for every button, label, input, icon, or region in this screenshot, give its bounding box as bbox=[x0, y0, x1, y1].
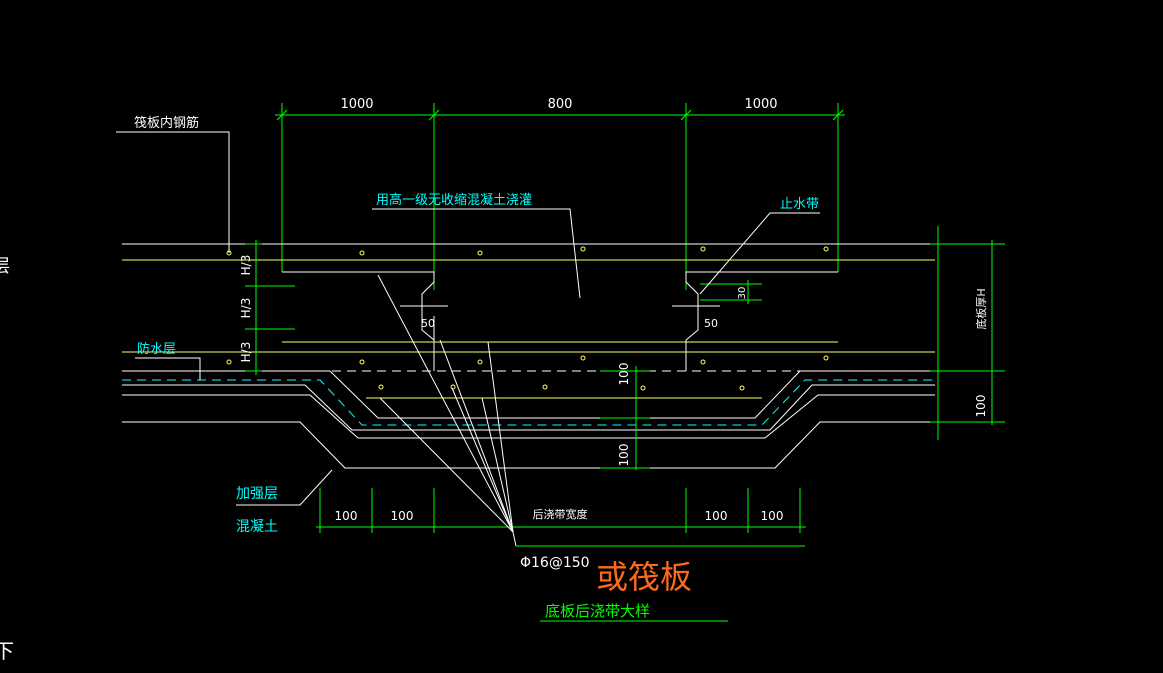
dim-top-3: 1000 bbox=[744, 97, 777, 112]
left-h3-dimension bbox=[245, 240, 295, 375]
label-reinforced-layer-1: 加强层 bbox=[236, 486, 278, 502]
right-thickness-dimension bbox=[930, 226, 1005, 440]
notch-50-left: 50 bbox=[421, 317, 435, 330]
label-high-grade-concrete: 用高一级无收缩混凝土浇灌 bbox=[376, 192, 532, 208]
leader-lines-green bbox=[516, 545, 805, 622]
drawing-title: 底板后浇带大样 bbox=[545, 602, 650, 620]
notch-30: 30 bbox=[737, 287, 748, 300]
leader-lines bbox=[116, 131, 820, 547]
label-or-raft: 或筏板 bbox=[596, 558, 692, 596]
rebar-lines bbox=[122, 259, 935, 399]
top-dimension-chain bbox=[275, 103, 845, 290]
dim-center-100-1: 100 bbox=[617, 363, 631, 386]
dim-top-2: 800 bbox=[548, 97, 573, 112]
dim-h3-3: H/3 bbox=[239, 342, 253, 363]
dim-bottom-3: 100 bbox=[705, 509, 728, 523]
bottom-dimension-chain bbox=[316, 488, 806, 533]
dim-h3-2: H/3 bbox=[239, 298, 253, 319]
dim-top-1: 1000 bbox=[340, 97, 373, 112]
rebar-dots bbox=[226, 246, 829, 391]
edge-glyph-top: 层 bbox=[0, 256, 10, 277]
label-raft-rebar: 筏板内钢筋 bbox=[134, 115, 199, 131]
label-waterproof-layer: 防水层 bbox=[137, 341, 176, 357]
dim-bottom-width: 后浇带宽度 bbox=[533, 507, 588, 521]
dim-bottom-1: 100 bbox=[335, 509, 358, 523]
dim-right-100: 100 bbox=[974, 395, 988, 418]
label-rebar-spec: Φ16@150 bbox=[520, 555, 590, 571]
notch-30-dim bbox=[700, 280, 762, 304]
notch-50-right: 50 bbox=[704, 317, 718, 330]
dim-right-thickness: 底板厚H bbox=[974, 288, 988, 329]
dim-bottom-2: 100 bbox=[391, 509, 414, 523]
dim-h3-1: H/3 bbox=[239, 255, 253, 276]
center-vertical-dimension bbox=[600, 366, 650, 470]
dim-bottom-4: 100 bbox=[761, 509, 784, 523]
label-waterstop: 止水带 bbox=[780, 197, 819, 212]
edge-glyph-bottom: 下 bbox=[0, 639, 14, 663]
waterstop-marks bbox=[400, 305, 720, 340]
label-reinforced-layer-2: 混凝土 bbox=[236, 519, 278, 535]
dim-center-100-2: 100 bbox=[617, 444, 631, 467]
